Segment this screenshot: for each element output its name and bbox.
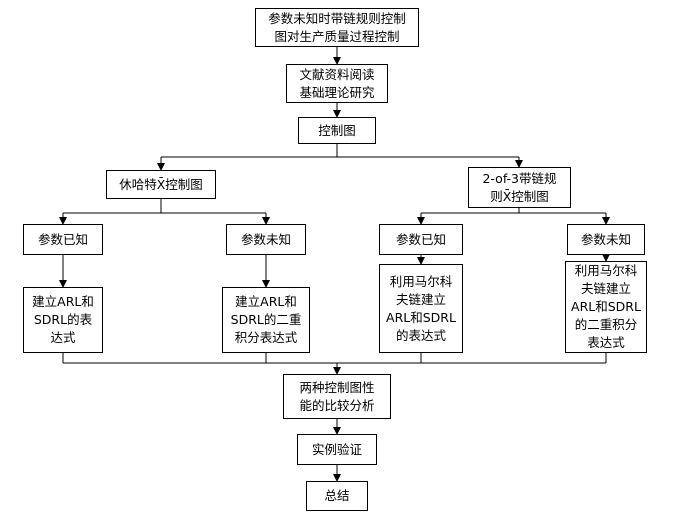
node-left-known: 参数已知 bbox=[23, 224, 103, 255]
node-summary-label: 总结 bbox=[324, 488, 350, 503]
node-control-chart: 控制图 bbox=[298, 117, 376, 144]
node-2of3-chart: 2-of-3带链规 则X̄控制图 bbox=[468, 167, 571, 208]
node-right-unknown-label: 参数未知 bbox=[580, 231, 631, 247]
node-literature-review-label: 文献资料阅读 基础理论研究 bbox=[299, 66, 375, 100]
node-left-known-label: 参数已知 bbox=[37, 231, 88, 247]
node-arl-sdrl-double-integral: 建立ARL和 SDRL的二重 积分表达式 bbox=[222, 287, 310, 353]
node-case-study: 实例验证 bbox=[297, 434, 377, 465]
node-2of3-chart-label: 2-of-3带链规 则X̄控制图 bbox=[482, 170, 557, 204]
node-title: 参数未知时带链规则控制 图对生产质量过程控制 bbox=[255, 8, 419, 47]
node-arl-sdrl-expression: 建立ARL和 SDRL的表 达式 bbox=[23, 287, 103, 353]
node-markov-double-integral: 利用马尔科 夫链建立 ARL和SDRL 的二重积分 表达式 bbox=[565, 261, 647, 353]
node-arl-sdrl-expression-label: 建立ARL和 SDRL的表 达式 bbox=[32, 294, 94, 345]
node-left-unknown: 参数未知 bbox=[226, 224, 306, 255]
node-left-unknown-label: 参数未知 bbox=[240, 231, 291, 247]
node-right-known-label: 参数已知 bbox=[395, 231, 446, 247]
node-literature-review: 文献资料阅读 基础理论研究 bbox=[286, 64, 388, 103]
node-markov-expression-label: 利用马尔科 夫链建立 ARL和SDRL 的表达式 bbox=[386, 273, 456, 343]
node-markov-expression: 利用马尔科 夫链建立 ARL和SDRL 的表达式 bbox=[379, 264, 463, 353]
node-summary: 总结 bbox=[306, 481, 368, 511]
node-arl-sdrl-double-integral-label: 建立ARL和 SDRL的二重 积分表达式 bbox=[230, 294, 302, 345]
node-shewhart-chart: 休哈特X̄控制图 bbox=[106, 170, 216, 199]
node-shewhart-chart-label: 休哈特X̄控制图 bbox=[119, 176, 203, 192]
node-comparison: 两种控制图性 能的比较分析 bbox=[283, 374, 391, 419]
node-title-label: 参数未知时带链规则控制 图对生产质量过程控制 bbox=[268, 10, 406, 44]
node-right-known: 参数已知 bbox=[379, 224, 463, 255]
node-case-study-label: 实例验证 bbox=[311, 441, 362, 457]
node-right-unknown: 参数未知 bbox=[567, 224, 645, 255]
node-comparison-label: 两种控制图性 能的比较分析 bbox=[299, 379, 375, 413]
node-control-chart-label: 控制图 bbox=[318, 122, 356, 138]
node-markov-double-integral-label: 利用马尔科 夫链建立 ARL和SDRL 的二重积分 表达式 bbox=[571, 263, 641, 350]
